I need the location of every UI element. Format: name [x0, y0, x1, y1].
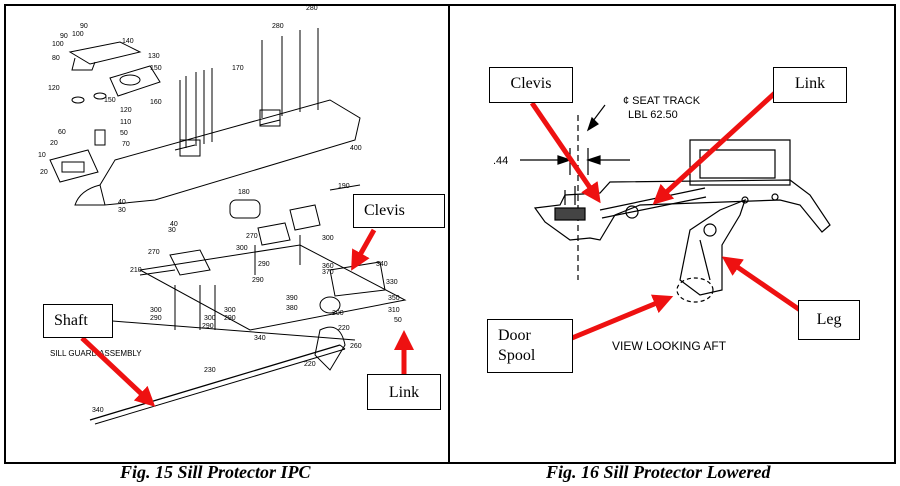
part-number-label: 50	[394, 317, 402, 324]
part-number-label: 30	[118, 207, 126, 214]
part-number-label: 270	[246, 233, 258, 240]
part-number-label: 80	[52, 55, 60, 62]
part-number-label: 340	[254, 335, 266, 342]
part-number-label: 260	[350, 343, 362, 350]
right-figure-caption: Fig. 16 Sill Protector Lowered	[546, 462, 771, 482]
part-number-label: 170	[232, 65, 244, 72]
part-number-label: 20	[50, 140, 58, 147]
part-number-label: 10	[38, 152, 46, 159]
part-number-label: 300	[150, 307, 162, 314]
part-number-label: 150	[150, 65, 162, 72]
part-number-label: 230	[204, 367, 216, 374]
part-number-label: 220	[304, 361, 316, 368]
part-number-label: 280	[306, 5, 318, 12]
part-number-label: 150	[104, 97, 116, 104]
part-number-label: 210	[130, 267, 142, 274]
part-number-label: 40	[170, 221, 178, 228]
part-number-label: 370	[322, 269, 334, 276]
clevis-callout-left: Clevis	[353, 194, 445, 228]
part-number-label: 290	[224, 315, 236, 322]
part-number-label: 60	[58, 129, 66, 136]
part-number-label: 160	[150, 99, 162, 106]
part-number-label: 400	[350, 145, 362, 152]
part-number-label: 140	[122, 38, 134, 45]
shaft-callout: Shaft	[43, 304, 113, 338]
part-number-label: 270	[148, 249, 160, 256]
part-number-label: 380	[286, 305, 298, 312]
part-number-label: 30	[168, 227, 176, 234]
part-number-label: 120	[48, 85, 60, 92]
left-figure-caption: Fig. 15 Sill Protector IPC	[120, 462, 311, 482]
part-number-label: 290	[202, 323, 214, 330]
part-number-label: 100	[72, 31, 84, 38]
part-number-label: 110	[120, 119, 131, 126]
part-number-label: 300	[224, 307, 236, 314]
part-number-label: 130	[148, 53, 160, 60]
part-number-label: 290	[258, 261, 270, 268]
part-number-label: 70	[122, 141, 130, 148]
part-number-label: 50	[120, 130, 128, 137]
figure-frame	[4, 4, 896, 464]
part-number-label: 340	[376, 261, 388, 268]
part-number-label: 310	[388, 307, 400, 314]
link-callout-right: Link	[773, 67, 847, 103]
part-number-label: 90	[60, 33, 68, 40]
part-number-label: 220	[338, 325, 350, 332]
part-number-label: 360	[322, 263, 334, 270]
part-number-label: 330	[386, 279, 398, 286]
part-number-label: 290	[252, 277, 264, 284]
part-number-label: 280	[272, 23, 284, 30]
part-number-label: 20	[40, 169, 48, 176]
link-callout-left: Link	[367, 374, 441, 410]
part-number-label: 200	[332, 310, 344, 317]
figure-divider	[448, 4, 450, 464]
door-spool-callout: Door Spool	[487, 319, 573, 373]
part-number-label: 40	[118, 199, 126, 206]
part-number-label: 300	[236, 245, 248, 252]
part-number-label: 390	[286, 295, 298, 302]
assembly-label: SILL GUARD ASSEMBLY	[50, 349, 142, 358]
part-number-label: 120	[120, 107, 132, 114]
part-number-label: 340	[92, 407, 104, 414]
clevis-callout-right: Clevis	[489, 67, 573, 103]
part-number-label: 190	[338, 183, 350, 190]
leg-callout: Leg	[798, 300, 860, 340]
part-number-label: 90	[80, 23, 88, 30]
part-number-label: 300	[204, 315, 216, 322]
part-number-label: 300	[322, 235, 334, 242]
part-number-label: 290	[150, 315, 162, 322]
part-number-label: 180	[238, 189, 250, 196]
part-number-label: 350	[388, 295, 400, 302]
part-number-label: 100	[52, 41, 64, 48]
